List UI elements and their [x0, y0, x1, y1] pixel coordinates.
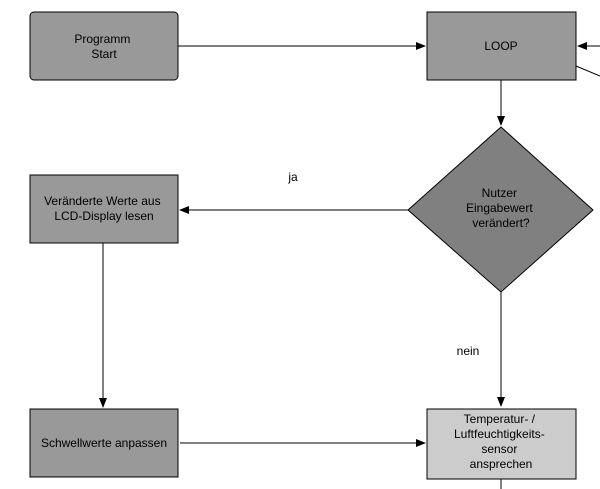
node-sensor-line-1: Temperatur- / — [464, 412, 536, 426]
node-decision-line-1: Nutzer — [482, 186, 517, 200]
node-read-lcd-line-2: LCD-Display lesen — [54, 209, 153, 223]
node-programm-start-line-2: Start — [91, 47, 117, 61]
edge-loop-out-right — [575, 65, 600, 77]
node-adjust-thresholds-line-1: Schwellwerte anpassen — [41, 436, 167, 450]
node-adjust-thresholds-label: Schwellwerte anpassen — [41, 436, 167, 450]
node-programm-start-label: Programm Start — [74, 32, 133, 61]
node-decision-shape — [407, 126, 594, 293]
node-loop-shape — [426, 11, 577, 81]
node-sensor: Temperatur- / Luftfeuchtigkeits- sensor … — [426, 408, 577, 480]
node-sensor-shape — [426, 408, 577, 480]
node-programm-start-line-1: Programm — [74, 32, 130, 46]
node-decision: Nutzer Eingabewert verändert? — [407, 126, 594, 293]
edge-label-no: nein — [457, 344, 480, 358]
node-sensor-line-4: ansprechen — [470, 457, 533, 471]
edge-label-yes: ja — [287, 170, 298, 184]
node-sensor-label: Temperatur- / Luftfeuchtigkeits- sensor … — [454, 412, 548, 471]
node-adjust-thresholds-shape — [29, 408, 179, 478]
node-loop-label: LOOP — [484, 39, 517, 53]
node-sensor-line-2: Luftfeuchtigkeits- — [454, 427, 545, 441]
node-decision-line-3: verändert? — [472, 216, 530, 230]
node-read-lcd-line-1: Veränderte Werte aus — [44, 194, 161, 208]
node-programm-start-shape — [29, 11, 179, 81]
node-read-lcd-label: Veränderte Werte aus LCD-Display lesen — [44, 194, 164, 223]
node-decision-label: Nutzer Eingabewert verändert? — [466, 186, 536, 230]
node-decision-line-2: Eingabewert — [466, 201, 533, 215]
node-programm-start: Programm Start — [29, 11, 179, 81]
node-read-lcd-shape — [29, 174, 179, 244]
node-loop-line-1: LOOP — [484, 39, 517, 53]
node-loop: LOOP — [426, 11, 577, 81]
node-sensor-line-3: sensor — [481, 442, 517, 456]
node-read-lcd: Veränderte Werte aus LCD-Display lesen — [29, 174, 179, 244]
node-adjust-thresholds: Schwellwerte anpassen — [29, 408, 179, 478]
